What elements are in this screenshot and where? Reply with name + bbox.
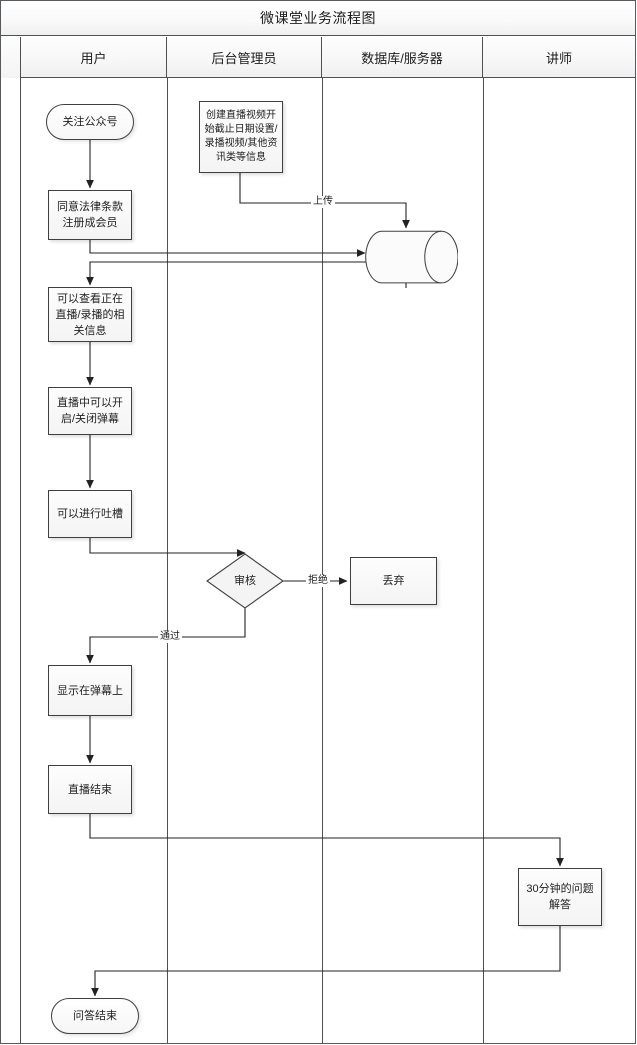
node-qa-ended-label: 问答结束 (73, 1010, 117, 1022)
lane-divider-user-admin (167, 78, 168, 1043)
node-toggle-danmaku[interactable]: 直播中可以开启/关闭弹幕 (48, 387, 132, 435)
node-create-live-video-settings-label: 创建直播视频开始截止日期设置/录播视频/其他资讯类等信息 (204, 110, 278, 163)
diagram-title: 微课堂业务流程图 (260, 10, 376, 26)
lane-header-db-label: 数据库/服务器 (361, 50, 443, 66)
lane-body (1, 78, 635, 1043)
node-review-decision[interactable]: 审核 (206, 553, 284, 609)
node-live-ended[interactable]: 直播结束 (48, 765, 132, 814)
node-qa-ended[interactable]: 问答结束 (51, 998, 139, 1034)
lane-header-teacher: 讲师 (483, 37, 635, 78)
node-discard[interactable]: 丢弃 (350, 557, 437, 605)
lane-header-row: 用户 后台管理员 数据库/服务器 讲师 (1, 37, 635, 78)
cylinder-icon (365, 230, 458, 284)
lane-divider-db-teacher (483, 78, 484, 1043)
lane-header-admin-label: 后台管理员 (211, 50, 277, 66)
edge-label-reject: 拒绝 (306, 575, 330, 587)
node-30min-qa-label: 30分钟的问题解答 (526, 883, 594, 911)
node-follow-official-account-label: 关注公众号 (62, 116, 118, 128)
node-post-comment-label: 可以进行吐槽 (57, 508, 123, 520)
node-show-on-danmaku-label: 显示在弹幕上 (57, 684, 123, 697)
node-post-comment[interactable]: 可以进行吐槽 (48, 490, 132, 538)
node-view-live-recorded-info[interactable]: 可以查看正在直播/录播的相关信息 (48, 287, 132, 342)
lane-divider-admin-db (322, 78, 323, 1043)
node-view-live-recorded-info-label: 可以查看正在直播/录播的相关信息 (55, 292, 125, 337)
lane-header-teacher-label: 讲师 (545, 50, 572, 66)
node-live-ended-label: 直播结束 (68, 783, 112, 796)
lane-header-user-label: 用户 (80, 50, 107, 66)
node-review-decision-label: 审核 (234, 575, 256, 587)
node-show-on-danmaku[interactable]: 显示在弹幕上 (48, 665, 132, 716)
node-agree-terms-register-label: 同意法律条款注册成会员 (57, 201, 123, 229)
node-30min-qa[interactable]: 30分钟的问题解答 (518, 868, 602, 926)
node-database-cylinder[interactable] (358, 226, 462, 290)
lane-header-db: 数据库/服务器 (322, 37, 483, 78)
edge-label-pass: 通过 (158, 631, 182, 643)
lane-divider-margin (20, 78, 21, 1043)
node-discard-label: 丢弃 (382, 575, 405, 587)
node-toggle-danmaku-label: 直播中可以开启/关闭弹幕 (57, 397, 123, 425)
lane-corner-cell (1, 37, 21, 78)
edge-label-upload: 上传 (311, 196, 335, 208)
diagram-title-bar: 微课堂业务流程图 (1, 1, 635, 36)
node-agree-terms-register[interactable]: 同意法律条款注册成会员 (48, 190, 132, 240)
lane-header-user: 用户 (21, 37, 167, 78)
node-create-live-video-settings[interactable]: 创建直播视频开始截止日期设置/录播视频/其他资讯类等信息 (199, 101, 283, 173)
diamond-shape (206, 553, 284, 609)
node-follow-official-account[interactable]: 关注公众号 (46, 104, 134, 140)
lane-header-admin: 后台管理员 (167, 37, 322, 78)
